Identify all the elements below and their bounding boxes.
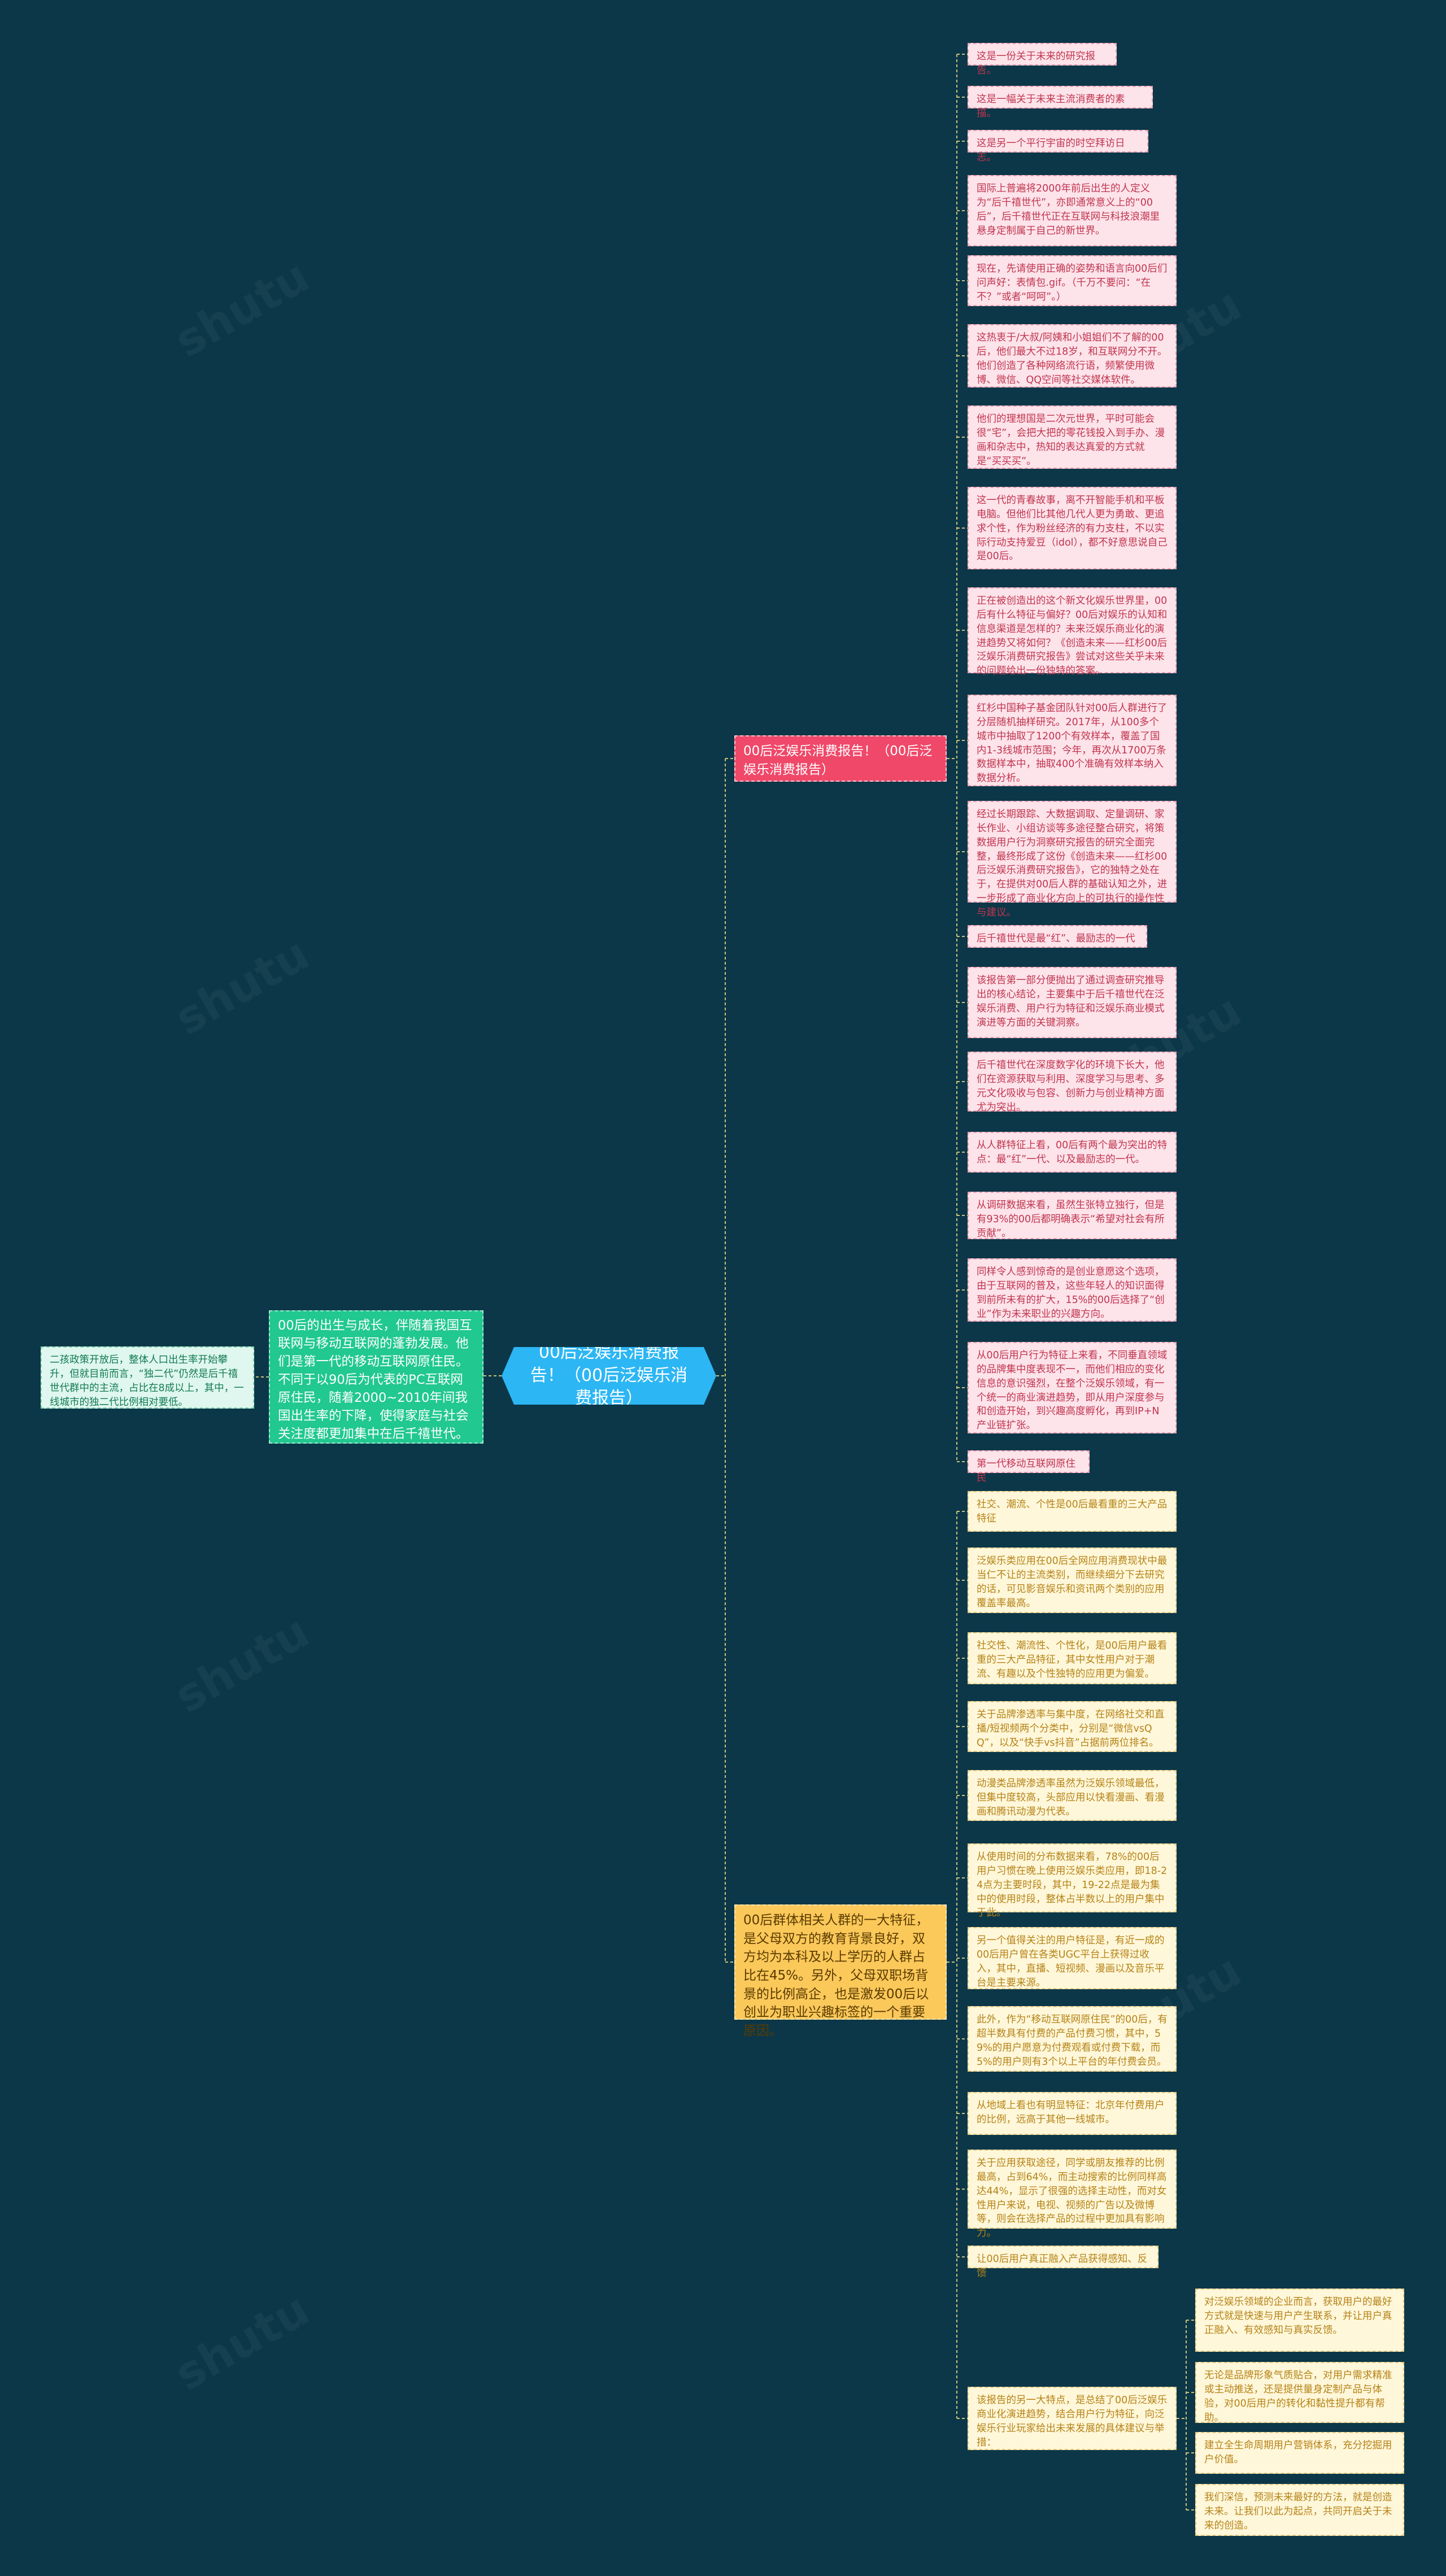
red-leaf-node[interactable]: 这热衷于/大叔/阿姨和小姐姐们不了解的00后，他们最大不过18岁，和互联网分不开… <box>968 324 1177 387</box>
yellow-leaf-node-text: 让00后用户真正融入产品获得感知、反馈 <box>977 2254 1148 2279</box>
red-leaf-node-text: 这是一份关于未来的研究报告。 <box>977 51 1095 76</box>
red-leaf-node[interactable]: 这是一份关于未来的研究报告。 <box>968 43 1117 76</box>
red-leaf-node[interactable]: 这是一幅关于未来主流消费者的素描。 <box>968 86 1153 119</box>
red-leaf-node[interactable]: 他们的理想国是二次元世界，平时可能会很“宅”，会把大把的零花钱投入到手办、漫画和… <box>968 406 1177 469</box>
red-leaf-node-text: 同样令人感到惊奇的是创业意愿这个选项，由于互联网的普及，这些年轻人的知识面得到前… <box>977 1266 1165 1320</box>
yellow-leaf-node-text: 泛娱乐类应用在00后全网应用消费现状中最当仁不让的主流类别，而继续细分下去研究的… <box>977 1555 1168 1609</box>
left-leaf-text: 二孩政策开放后，整体人口出生率开始攀升，但就目前而言，“独二代”仍然是后千禧世代… <box>50 1354 244 1408</box>
yellow-leaf-node-text: 关于应用获取途径，同学或朋友推荐的比例最高，占到64%，而主动搜索的比例同样高达… <box>977 2157 1167 2239</box>
red-leaf-node-text: 国际上普遍将2000年前后出生的人定义为“后千禧世代”，亦即通常意义上的“00后… <box>977 183 1160 237</box>
red-leaf-node-text: 现在，先请使用正确的姿势和语言向00后们问声好：表情包.gif。（千万不要问：“… <box>977 263 1168 303</box>
red-leaf-node-text: 这是另一个平行宇宙的时空拜访日志。 <box>977 138 1125 163</box>
red-leaf-node-text: 他们的理想国是二次元世界，平时可能会很“宅”，会把大把的零花钱投入到手办、漫画和… <box>977 413 1165 467</box>
red-leaf-node[interactable]: 第一代移动互联网原住民 <box>968 1450 1090 1484</box>
branch-red-node[interactable]: 00后泛娱乐消费报告！（00后泛娱乐消费报告） <box>734 735 947 782</box>
red-leaf-node[interactable]: 同样令人感到惊奇的是创业意愿这个选项，由于互联网的普及，这些年轻人的知识面得到前… <box>968 1258 1177 1322</box>
red-leaf-node[interactable]: 后千禧世代是最“红”、最励志的一代 <box>968 925 1147 948</box>
yellow-subleaf-node-text: 对泛娱乐领域的企业而言，获取用户的最好方式就是快速与用户产生联系，并让用户真正融… <box>1204 2296 1392 2336</box>
yellow-leaf-node-text: 此外，作为“移动互联网原住民”的00后，有超半数具有付费的产品付费习惯，其中，5… <box>977 2014 1168 2068</box>
yellow-leaf-node-text: 关于品牌渗透率与集中度，在网络社交和直播/短视频两个分类中，分别是“微信vsQQ… <box>977 1709 1165 1749</box>
red-leaf-node-text: 第一代移动互联网原住民 <box>977 1458 1075 1484</box>
yellow-leaf-node-text: 社交性、潮流性、个性化，是00后用户最看重的三大产品特征，其中女性用户对于潮流、… <box>977 1640 1168 1680</box>
root-topic-text: 00后泛娱乐消费报告！（00后泛娱乐消费报告） <box>530 1343 688 1409</box>
yellow-leaf-node[interactable]: 社交、潮流、个性是00后最看重的三大产品特征 <box>968 1491 1177 1532</box>
yellow-subleaf-node[interactable]: 对泛娱乐领域的企业而言，获取用户的最好方式就是快速与用户产生联系，并让用户真正融… <box>1195 2289 1404 2352</box>
yellow-leaf-node-text: 动漫类品牌渗透率虽然为泛娱乐领域最低，但集中度较高，头部应用以快看漫画、看漫画和… <box>977 1778 1165 1817</box>
red-leaf-node-text: 从人群特征上看，00后有两个最为突出的特点：最“红”一代、以及最励志的一代。 <box>977 1140 1168 1165</box>
yellow-leaf-node[interactable]: 动漫类品牌渗透率虽然为泛娱乐领域最低，但集中度较高，头部应用以快看漫画、看漫画和… <box>968 1770 1177 1821</box>
yellow-leaf-node[interactable]: 从使用时间的分布数据来看，78%的00后用户习惯在晚上使用泛娱乐类应用，即18-… <box>968 1843 1177 1919</box>
yellow-leaf-node[interactable]: 此外，作为“移动互联网原住民”的00后，有超半数具有付费的产品付费习惯，其中，5… <box>968 2006 1177 2072</box>
yellow-subleaf-node[interactable]: 建立全生命周期用户营销体系，充分挖掘用户价值。 <box>1195 2432 1404 2474</box>
red-leaf-node-text: 从00后用户行为特征上来看，不同垂直领域的品牌集中度表现不一，而他们相应的变化信… <box>977 1350 1168 1432</box>
yellow-leaf-node[interactable]: 从地域上看也有明显特征：北京年付费用户的比例，远高于其他一线城市。 <box>968 2092 1177 2135</box>
yellow-leaf-node[interactable]: 另一个值得关注的用户特征是，有近一成的00后用户曾在各类UGC平台上获得过收入，… <box>968 1927 1177 1989</box>
branch-left-text: 00后的出生与成长，伴随着我国互联网与移动互联网的蓬勃发展。他们是第一代的移动互… <box>278 1318 472 1441</box>
red-leaf-node-text: 后千禧世代在深度数字化的环境下长大，他们在资源获取与利用、深度学习与思考、多元文… <box>977 1060 1165 1113</box>
red-leaf-node[interactable]: 红杉中国种子基金团队针对00后人群进行了分层随机抽样研究。2017年，从100多… <box>968 695 1177 786</box>
red-leaf-node-text: 后千禧世代是最“红”、最励志的一代 <box>977 933 1135 944</box>
red-leaf-node-text: 这一代的青春故事，离不开智能手机和平板电脑。但他们比其他几代人更为勇敢、更追求个… <box>977 495 1168 563</box>
branch-red-text: 00后泛娱乐消费报告！（00后泛娱乐消费报告） <box>743 744 933 777</box>
yellow-leaf-node[interactable]: 泛娱乐类应用在00后全网应用消费现状中最当仁不让的主流类别，而继续细分下去研究的… <box>968 1548 1177 1613</box>
yellow-leaf-node[interactable]: 社交性、潮流性、个性化，是00后用户最看重的三大产品特征，其中女性用户对于潮流、… <box>968 1632 1177 1684</box>
red-leaf-node[interactable]: 后千禧世代在深度数字化的环境下长大，他们在资源获取与利用、深度学习与思考、多元文… <box>968 1052 1177 1113</box>
yellow-subleaf-node-text: 无论是品牌形象气质贴合，对用户需求精准或主动推送，还是提供量身定制产品与体验，对… <box>1204 2370 1392 2424</box>
red-leaf-node[interactable]: 正在被创造出的这个新文化娱乐世界里，00后有什么特征与偏好？00后对娱乐的认知和… <box>968 587 1177 677</box>
red-leaf-node[interactable]: 从人群特征上看，00后有两个最为突出的特点：最“红”一代、以及最励志的一代。 <box>968 1132 1177 1173</box>
yellow-leaf-node[interactable]: 关于品牌渗透率与集中度，在网络社交和直播/短视频两个分类中，分别是“微信vsQQ… <box>968 1701 1177 1752</box>
red-leaf-node[interactable]: 经过长期跟踪、大数据调取、定量调研、家长作业、小组访谈等多途径整合研究，将策数据… <box>968 801 1177 918</box>
yellow-subleaf-node-text: 建立全生命周期用户营销体系，充分挖掘用户价值。 <box>1204 2440 1392 2465</box>
red-leaf-node-text: 红杉中国种子基金团队针对00后人群进行了分层随机抽样研究。2017年，从100多… <box>977 703 1168 784</box>
red-leaf-node-text: 该报告第一部分便抛出了通过调查研究推导出的核心结论，主要集中于后千禧世代在泛娱乐… <box>977 975 1165 1028</box>
yellow-leaf-node-text: 社交、潮流、个性是00后最看重的三大产品特征 <box>977 1499 1168 1524</box>
yellow-subleaf-node-text: 我们深信，预测未来最好的方法，就是创造未来。让我们以此为起点，共同开启关于未来的… <box>1204 2492 1392 2531</box>
yellow-leaf-node-text: 从使用时间的分布数据来看，78%的00后用户习惯在晚上使用泛娱乐类应用，即18-… <box>977 1851 1168 1919</box>
red-leaf-node-text: 正在被创造出的这个新文化娱乐世界里，00后有什么特征与偏好？00后对娱乐的认知和… <box>977 595 1168 677</box>
red-leaf-node[interactable]: 现在，先请使用正确的姿势和语言向00后们问声好：表情包.gif。（千万不要问：“… <box>968 255 1177 306</box>
yellow-leaf-node[interactable]: 让00后用户真正融入产品获得感知、反馈 <box>968 2246 1158 2279</box>
yellow-subleaf-node[interactable]: 我们深信，预测未来最好的方法，就是创造未来。让我们以此为起点，共同开启关于未来的… <box>1195 2484 1404 2536</box>
red-leaf-node-text: 这是一幅关于未来主流消费者的素描。 <box>977 94 1125 119</box>
yellow-leaf-node-text: 从地域上看也有明显特征：北京年付费用户的比例，远高于其他一线城市。 <box>977 2100 1165 2125</box>
red-leaf-node-text: 经过长期跟踪、大数据调取、定量调研、家长作业、小组访谈等多途径整合研究，将策数据… <box>977 809 1168 918</box>
red-leaf-node-text: 这热衷于/大叔/阿姨和小姐姐们不了解的00后，他们最大不过18岁，和互联网分不开… <box>977 332 1168 386</box>
yellow-leaf-node-text: 该报告的另一大特点，是总结了00后泛娱乐商业化演进趋势，结合用户行为特征，向泛娱… <box>977 2395 1168 2448</box>
red-leaf-node[interactable]: 从00后用户行为特征上来看，不同垂直领域的品牌集中度表现不一，而他们相应的变化信… <box>968 1342 1177 1433</box>
yellow-leaf-node-text: 另一个值得关注的用户特征是，有近一成的00后用户曾在各类UGC平台上获得过收入，… <box>977 1935 1165 1989</box>
branch-yellow-node[interactable]: 00后群体相关人群的一大特征，是父母双方的教育背景良好，双方均为本科及以上学历的… <box>734 1904 947 2038</box>
red-leaf-node[interactable]: 这是另一个平行宇宙的时空拜访日志。 <box>968 130 1148 163</box>
root-topic-node[interactable]: 00后泛娱乐消费报告！（00后泛娱乐消费报告） <box>502 1347 716 1405</box>
branch-left-node[interactable]: 00后的出生与成长，伴随着我国互联网与移动互联网的蓬勃发展。他们是第一代的移动互… <box>269 1310 484 1444</box>
red-leaf-node[interactable]: 这一代的青春故事，离不开智能手机和平板电脑。但他们比其他几代人更为勇敢、更追求个… <box>968 487 1177 569</box>
red-leaf-node-text: 从调研数据来看，虽然生张特立独行，但是有93%的00后都明确表示“希望对社会有所… <box>977 1200 1165 1239</box>
yellow-leaf-node[interactable]: 该报告的另一大特点，是总结了00后泛娱乐商业化演进趋势，结合用户行为特征，向泛娱… <box>968 2387 1177 2450</box>
red-leaf-node[interactable]: 国际上普遍将2000年前后出生的人定义为“后千禧世代”，亦即通常意义上的“00后… <box>968 175 1177 246</box>
branch-yellow-text: 00后群体相关人群的一大特征，是父母双方的教育背景良好，双方均为本科及以上学历的… <box>743 1913 929 2038</box>
red-leaf-node[interactable]: 从调研数据来看，虽然生张特立独行，但是有93%的00后都明确表示“希望对社会有所… <box>968 1192 1177 1239</box>
yellow-subleaf-node[interactable]: 无论是品牌形象气质贴合，对用户需求精准或主动推送，还是提供量身定制产品与体验，对… <box>1195 2362 1404 2424</box>
yellow-leaf-node[interactable]: 关于应用获取途径，同学或朋友推荐的比例最高，占到64%，而主动搜索的比例同样高达… <box>968 2150 1177 2239</box>
red-leaf-node[interactable]: 该报告第一部分便抛出了通过调查研究推导出的核心结论，主要集中于后千禧世代在泛娱乐… <box>968 967 1177 1038</box>
left-leaf-node[interactable]: 二孩政策开放后，整体人口出生率开始攀升，但就目前而言，“独二代”仍然是后千禧世代… <box>41 1346 254 1409</box>
